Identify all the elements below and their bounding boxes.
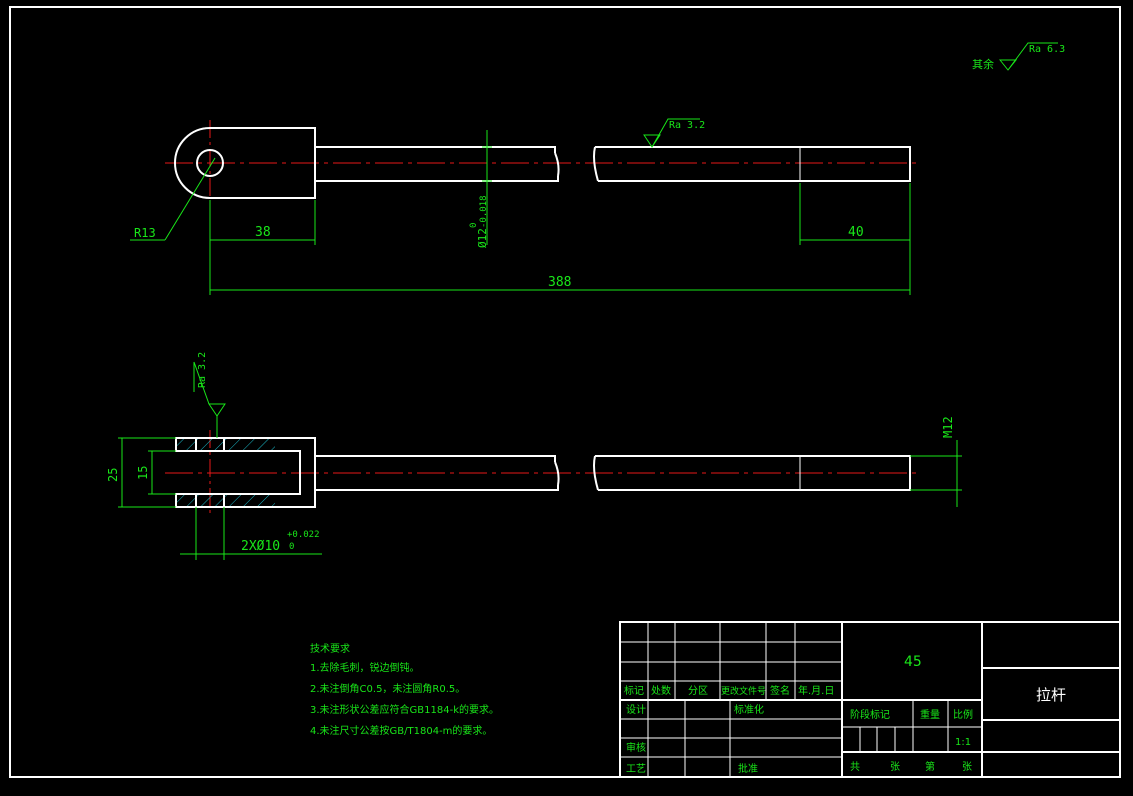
tb-approve: 批准 (738, 762, 758, 775)
tb-material: 45 (904, 654, 922, 670)
side-view: 25 15 2XØ10 +0.022 0 Ra 3.2 M12 (106, 352, 962, 560)
tb-sheet-unit: 张 (890, 761, 900, 773)
dim-overall-width: 25 (106, 468, 120, 482)
tb-scale-value: 1:1 (955, 737, 971, 748)
tb-sheet-index: 第 (925, 760, 935, 773)
tb-review: 审核 (626, 741, 646, 754)
tb-header-zone: 分区 (688, 685, 708, 697)
dim-hole-label: 2XØ10 (241, 539, 280, 554)
general-finish-prefix: 其余 (972, 57, 994, 71)
rod-left-side (315, 455, 560, 491)
tb-header-change-doc: 更改文件号 (721, 685, 766, 697)
technical-requirements: 技术要求 1.去除毛刺，锐边倒钝。 2.未注倒角C0.5，未注圆角R0.5。 3… (310, 642, 499, 737)
tb-part-name: 拉杆 (1036, 686, 1066, 704)
tech-req-item: 4.未注尺寸公差按GB/T1804-m的要求。 (310, 724, 492, 737)
tb-design: 设计 (626, 703, 646, 716)
dim-thread-length: 40 (848, 225, 864, 240)
tb-header-signature: 签名 (770, 684, 790, 697)
dim-thread: M12 (941, 416, 955, 438)
side-finish-value: Ra 3.2 (197, 352, 208, 388)
dim-rod-tol-lower: -0.018 (479, 195, 489, 228)
rod-right-side (593, 455, 911, 491)
rod-right-top (593, 146, 911, 182)
general-finish-value: Ra 6.3 (1029, 44, 1065, 55)
title-block-text: 标记 处数 分区 更改文件号 签名 年.月.日 设计 标准化 审核 工艺 批准 … (624, 654, 1066, 775)
general-surface-finish: 其余 Ra 6.3 (972, 42, 1065, 71)
rod-left-top (315, 146, 560, 182)
tech-req-title: 技术要求 (310, 642, 350, 655)
title-block (619, 621, 1121, 778)
tb-stage-mark: 阶段标记 (850, 708, 890, 721)
tb-weight: 重量 (920, 708, 940, 721)
dim-slot-width: 15 (136, 466, 150, 480)
clevis-head-outline (174, 127, 316, 199)
dim-head-length: 38 (255, 225, 271, 240)
pin-hole (196, 149, 224, 177)
dim-hole-tol-lower: 0 (289, 542, 294, 552)
dim-hole-tol-upper: +0.022 (287, 530, 320, 540)
tb-sheet-unit2: 张 (962, 761, 972, 773)
tb-process: 工艺 (626, 763, 646, 775)
drawing-frame (9, 6, 1121, 778)
top-finish-value: Ra 3.2 (669, 120, 705, 131)
tech-req-item: 3.未注形状公差应符合GB1184-k的要求。 (310, 703, 499, 716)
top-view: R13 38 40 388 Ø12 0 -0.018 Ra 3.2 (130, 118, 920, 295)
tech-req-item: 2.未注倒角C0.5，未注圆角R0.5。 (310, 682, 465, 695)
dim-rod-tol-upper: 0 (469, 223, 479, 228)
tb-standardize: 标准化 (734, 703, 764, 716)
tb-sheet-total: 共 (850, 761, 860, 773)
tb-scale: 比例 (953, 708, 973, 721)
tb-header-mark: 标记 (624, 685, 644, 697)
dim-radius: R13 (134, 226, 156, 240)
dim-rod-diameter: Ø12 (476, 228, 489, 248)
tb-header-date: 年.月.日 (798, 684, 834, 697)
dim-total-length: 388 (548, 275, 571, 290)
tb-header-count: 处数 (651, 684, 671, 697)
tech-req-item: 1.去除毛刺，锐边倒钝。 (310, 661, 420, 674)
